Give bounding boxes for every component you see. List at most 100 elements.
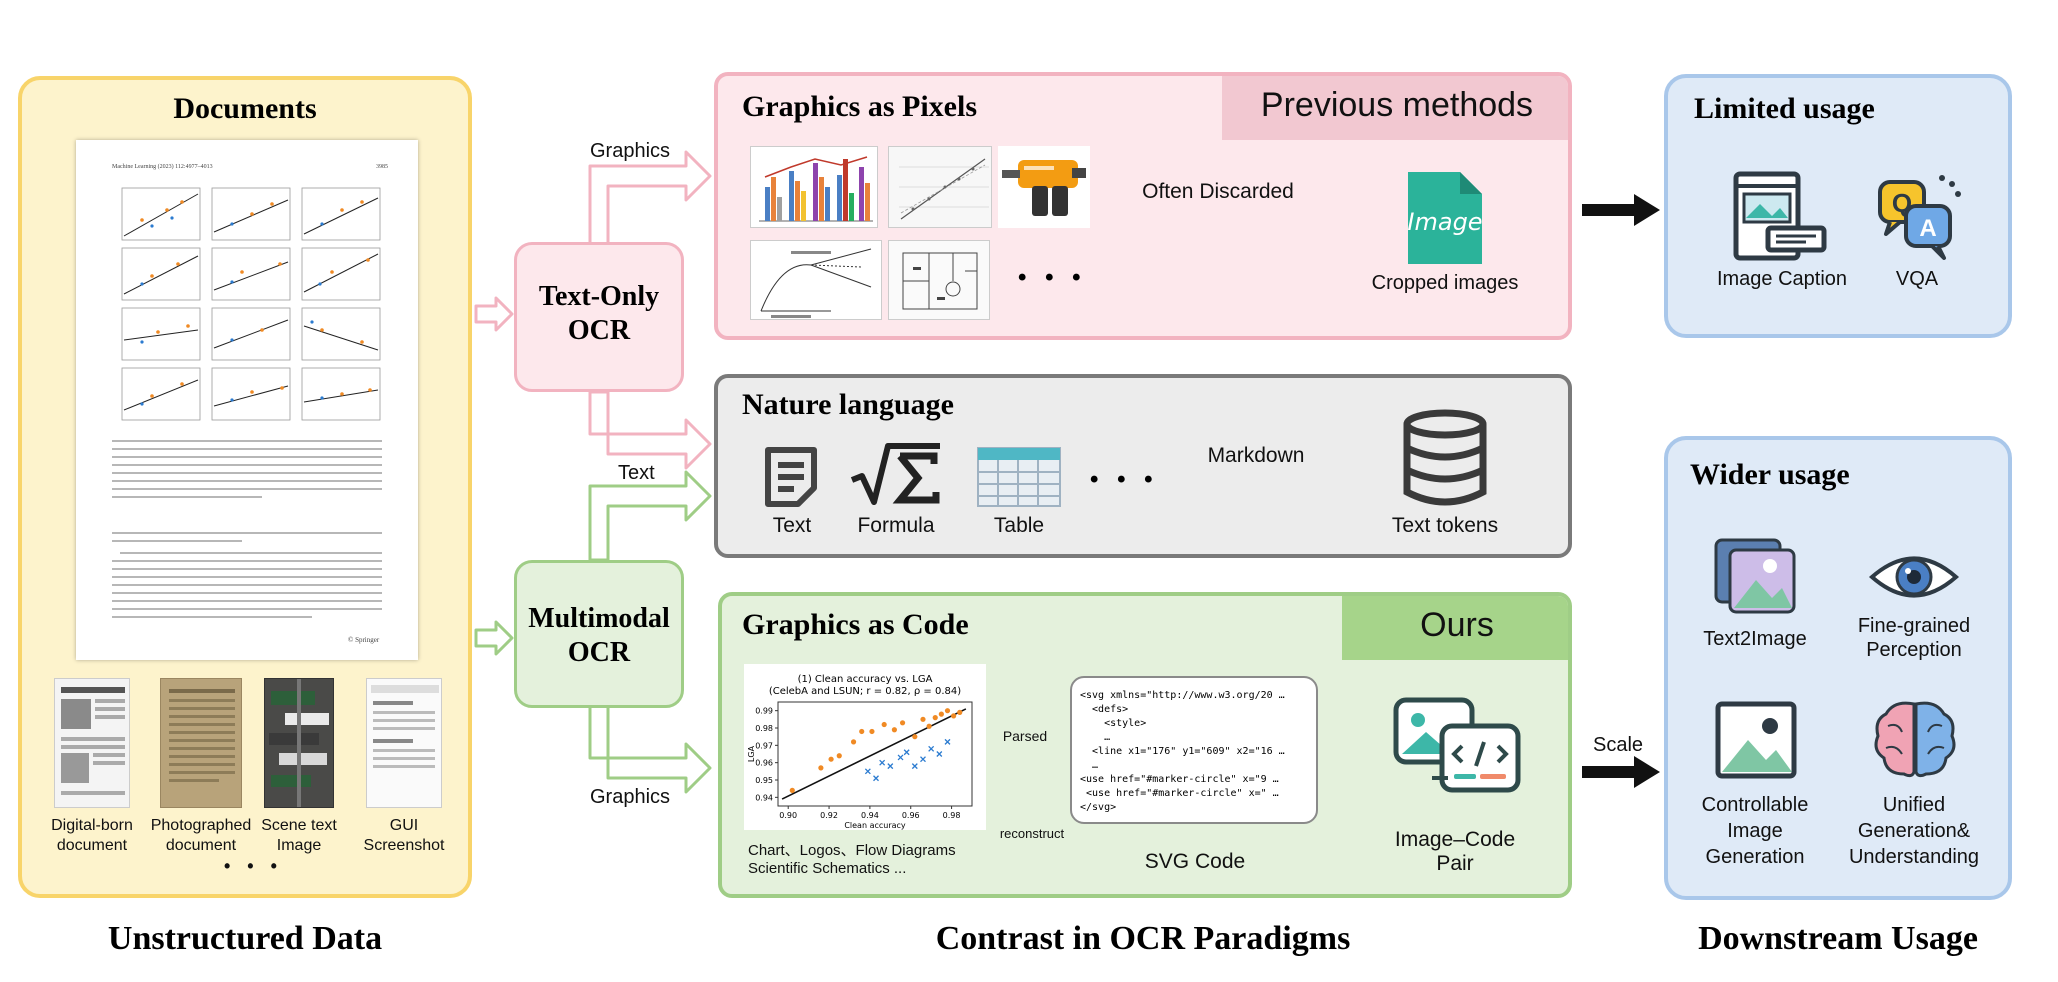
unified-brain-icon — [1874, 701, 1956, 778]
data-point — [789, 787, 795, 793]
wider-usage-panel — [1664, 436, 2012, 900]
data-point — [828, 756, 834, 762]
doc-type-label-digital: Digital-born document — [51, 817, 133, 854]
data-point — [932, 715, 938, 721]
formula-icon — [850, 443, 940, 505]
y-tick-label: 0.99 — [755, 707, 773, 716]
often-discarded-label: Often Discarded — [1142, 180, 1294, 203]
x-tick-label: 0.92 — [820, 811, 838, 820]
x-tick-label: 0.90 — [779, 811, 797, 820]
limited-usage-title: Limited usage — [1694, 92, 1875, 125]
image-code-pair-icon — [1393, 697, 1521, 793]
data-point — [881, 721, 887, 728]
arrow-label-graphics-top: Graphics — [590, 140, 671, 162]
nature-title: Nature language — [742, 388, 954, 421]
image-code-pair-caption: Image–Code Pair — [1394, 828, 1516, 875]
data-point — [951, 713, 957, 719]
physics-diagram-thumbnail — [750, 240, 882, 320]
previous-methods-tag: Previous methods — [1260, 86, 1534, 124]
data-point — [944, 738, 951, 745]
table-icon — [977, 447, 1061, 507]
line-plot-thumbnail — [888, 146, 992, 228]
textonly-to-nature-arrow — [588, 390, 712, 470]
textonly-to-pixels-arrow — [588, 150, 712, 246]
documents-more-dots: • • • — [224, 856, 283, 876]
scene-text-thumbnail — [264, 678, 334, 808]
y-tick-label: 0.97 — [755, 741, 773, 750]
chart-title: (1) Clean accuracy vs. LGA — [797, 674, 933, 685]
bottom-caption-center: Contrast in OCR Paradigms — [935, 920, 1351, 957]
svg-code-caption: SVG Code — [1144, 850, 1246, 873]
wider-usage-title: Wider usage — [1690, 458, 1850, 491]
svg-text:A: A — [1919, 215, 1936, 242]
parsed-label: Parsed — [1002, 728, 1048, 744]
eye-perception-icon — [1868, 556, 1960, 598]
vqa-icon: Q A — [1878, 175, 1961, 260]
data-point — [936, 751, 943, 757]
nature-item-formula: Formula — [857, 514, 935, 537]
doc-to-multimodal-arrow — [474, 620, 514, 656]
data-point — [944, 708, 951, 714]
image-file-icon — [1408, 172, 1482, 264]
photographed-thumbnail — [160, 678, 242, 808]
arrow-label-text: Text — [618, 462, 655, 484]
circuit-diagram-thumbnail — [888, 240, 990, 320]
svg-code-line: <svg xmlns="http://www.w3.org/20 … — [1080, 690, 1285, 701]
chart-subtitle: (CelebA and LSUN; r = 0.82, ρ = 0.84) — [768, 686, 962, 697]
ours-tag: Ours — [1420, 606, 1494, 644]
data-point — [836, 753, 842, 759]
bar-chart-thumbnail — [750, 146, 878, 228]
wider-item-controllable: Controllable Image Generation — [1701, 794, 1809, 868]
data-point — [850, 739, 857, 745]
data-point — [957, 709, 963, 715]
text-icon — [765, 447, 817, 507]
data-point — [938, 711, 944, 717]
reconstruct-label: reconstruct — [999, 826, 1065, 841]
data-point — [869, 728, 875, 735]
svg-code-line: <use href="#marker-circle" x=" … — [1080, 788, 1279, 799]
document-page: Machine Learning (2023) 112:4977–4013 39… — [76, 140, 418, 660]
image-caption-icon — [1733, 171, 1827, 261]
data-point — [873, 775, 879, 782]
arrow-label-graphics-bottom: Graphics — [590, 786, 671, 808]
limited-item-image-caption: Image Caption — [1716, 268, 1848, 290]
nature-item-text: Text — [772, 514, 812, 537]
data-point — [928, 745, 935, 752]
multimodal-to-nature-arrow — [588, 470, 712, 562]
scale-label: Scale — [1592, 734, 1644, 756]
drill-photo-thumbnail — [998, 146, 1090, 228]
data-point — [899, 720, 906, 726]
limited-item-vqa: VQA — [1895, 268, 1939, 290]
svg-code-box — [1070, 676, 1318, 824]
y-tick-label: 0.95 — [755, 776, 773, 785]
svg-code-line: <style> — [1080, 718, 1147, 729]
doc-type-label-gui: GUI Screenshot — [363, 817, 445, 854]
markdown-label: Markdown — [1207, 444, 1305, 467]
chart-caption: Chart、Logos、Flow Diagrams Scientific Sch… — [748, 842, 956, 877]
data-point — [818, 765, 824, 771]
x-axis-label: Clean accuracy — [844, 821, 906, 830]
doc-type-label-photographed: Photographed document — [150, 817, 252, 854]
documents-title: Documents — [173, 92, 317, 125]
database-icon — [1403, 409, 1487, 506]
page-header-left: Machine Learning (2023) 112:4977–4013 — [112, 164, 213, 170]
wider-item-fine-grained: Fine-grained Perception — [1857, 615, 1971, 661]
text-only-ocr-label: Text-Only OCR — [538, 281, 660, 346]
scatter-chart-card — [744, 664, 986, 830]
trend-line — [781, 708, 967, 800]
image-icon-text: Image — [1407, 208, 1483, 236]
data-point — [911, 763, 918, 770]
nature-item-table: Table — [993, 514, 1045, 537]
y-axis-label: LGA — [747, 745, 756, 762]
previous-methods-tag-bg — [1222, 76, 1568, 140]
doc-to-textonly-arrow — [474, 296, 514, 332]
x-tick-label: 0.94 — [861, 811, 879, 820]
data-point — [891, 727, 897, 733]
page-header-right: 3985 — [376, 164, 388, 170]
data-point — [920, 756, 926, 763]
wider-item-unified: Unified Generation& Understanding — [1848, 794, 1980, 868]
scatter-grid-figure — [121, 187, 381, 421]
pixels-more-dots: • • • — [1018, 264, 1087, 291]
plot-frame — [777, 701, 973, 807]
